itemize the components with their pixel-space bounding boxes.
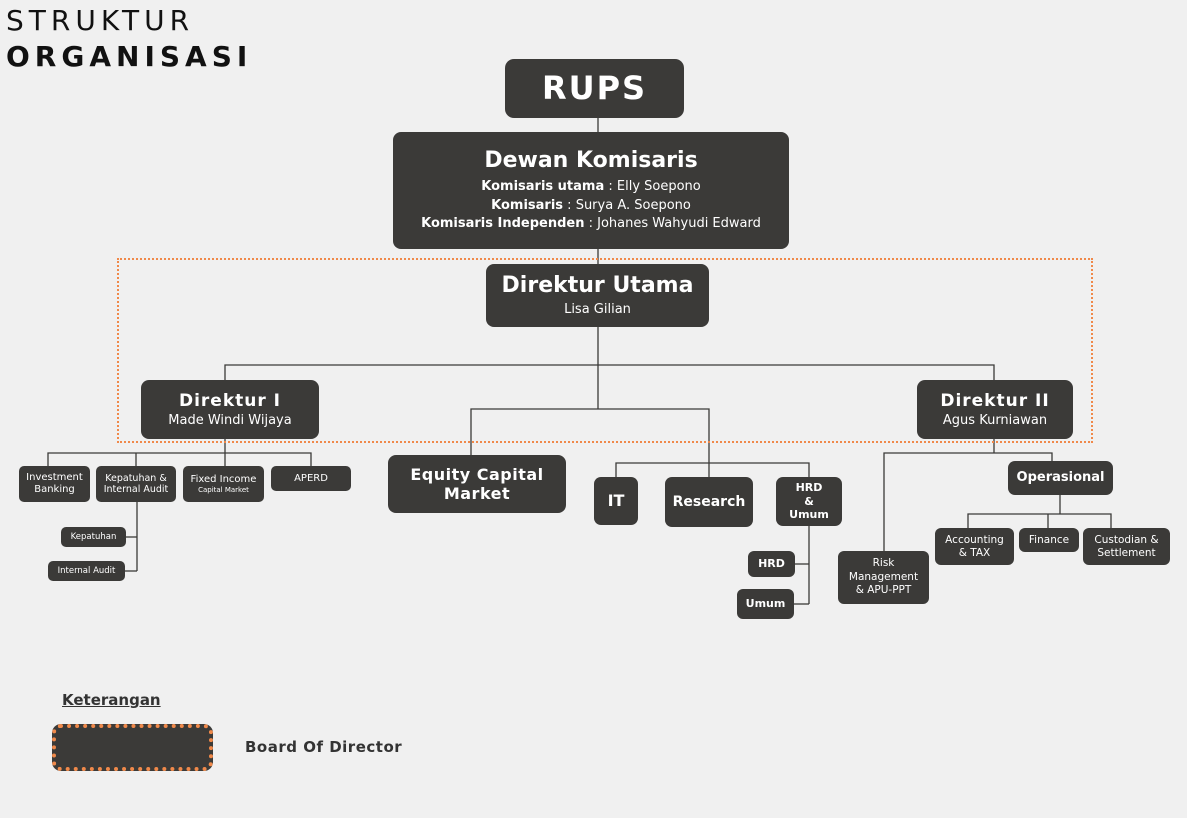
custodian-label-1: Custodian & (1094, 533, 1159, 546)
dewan-komisaris-box: Dewan Komisaris Komisaris utama : Elly S… (393, 132, 789, 249)
aperd-box: APERD (271, 466, 351, 491)
accounting-label-2: & TAX (958, 546, 991, 559)
research-box: Research (665, 477, 753, 527)
risk-label-2: Management (848, 570, 919, 583)
board-of-director-frame (117, 258, 1093, 443)
komisaris-label: Komisaris (491, 197, 564, 213)
title-line-2: ORGANISASI (6, 40, 253, 73)
komisaris-value: : Surya A. Soepono (563, 197, 691, 213)
ecm-label-line-2: Market (443, 484, 511, 503)
investment-banking-box: Investment Banking (19, 466, 90, 502)
direktur-1-title: Direktur I (178, 390, 281, 411)
internal-audit-box: Internal Audit (48, 561, 125, 581)
research-label: Research (672, 493, 746, 510)
legend-swatch (52, 724, 213, 771)
legend-title: Keterangan (62, 691, 161, 709)
finance-box: Finance (1019, 528, 1079, 552)
hrd-umum-label-3: Umum (789, 508, 829, 522)
direktur-2-title: Direktur II (940, 390, 1050, 411)
ecm-label-line-1: Equity Capital (410, 464, 544, 484)
direktur-utama-title: Direktur Utama (501, 273, 694, 298)
komisaris-utama-value: : Elly Soepono (604, 179, 701, 195)
komisaris-independen-value: : Johanes Wahyudi Edward (584, 215, 761, 231)
umum-box: Umum (737, 589, 794, 619)
investment-banking-label: Investment Banking (26, 472, 83, 495)
umum-label: Umum (745, 597, 786, 611)
komisaris-row: Komisaris : Surya A. Soepono (491, 197, 691, 215)
hrd-umum-box: HRD & Umum (776, 477, 842, 526)
rups-label: RUPS (541, 69, 648, 108)
fixed-income-box: Fixed Income Capital Market (183, 466, 264, 502)
rups-box: RUPS (505, 59, 684, 118)
dewan-komisaris-title: Dewan Komisaris (484, 148, 698, 174)
direktur-2-name: Agus Kurniawan (942, 412, 1048, 428)
hrd-box: HRD (748, 551, 795, 577)
legend-label: Board Of Director (245, 738, 403, 756)
it-label: IT (607, 491, 625, 511)
accounting-label-1: Accounting (945, 533, 1004, 546)
operasional-box: Operasional (1008, 461, 1113, 495)
operasional-label: Operasional (1016, 470, 1105, 486)
komisaris-utama-label: Komisaris utama (481, 179, 605, 195)
custodian-settlement-box: Custodian & Settlement (1083, 528, 1170, 565)
direktur-1-box: Direktur I Made Windi Wijaya (141, 380, 319, 439)
title-line-1: STRUKTUR (6, 4, 195, 37)
direktur-2-box: Direktur II Agus Kurniawan (917, 380, 1073, 439)
direktur-utama-name: Lisa Gilian (564, 302, 631, 318)
fixed-income-sublabel: Capital Market (198, 485, 249, 494)
direktur-1-name: Made Windi Wijaya (168, 412, 292, 428)
finance-label: Finance (1028, 533, 1070, 546)
hrd-umum-label-1: HRD (795, 480, 823, 494)
internal-audit-label: Internal Audit (57, 565, 116, 576)
direktur-utama-box: Direktur Utama Lisa Gilian (486, 264, 709, 327)
risk-label-3: & APU-PPT (855, 584, 912, 597)
equity-capital-market-box: Equity Capital Market (388, 455, 566, 513)
hrd-label: HRD (758, 557, 785, 571)
risk-management-box: Risk Management & APU-PPT (838, 551, 929, 604)
hrd-umum-label-2: & (804, 494, 814, 508)
it-box: IT (594, 477, 638, 525)
kepatuhan-label: Kepatuhan (70, 531, 117, 542)
risk-label-1: Risk (872, 557, 895, 570)
fixed-income-label: Fixed Income (190, 473, 257, 485)
accounting-tax-box: Accounting & TAX (935, 528, 1014, 565)
komisaris-independen-label: Komisaris Independen (421, 215, 585, 231)
custodian-label-2: Settlement (1097, 546, 1156, 559)
kepatuhan-audit-label: Kepatuhan & Internal Audit (103, 472, 169, 495)
aperd-label: APERD (294, 472, 328, 484)
komisaris-independen-row: Komisaris Independen : Johanes Wahyudi E… (421, 215, 761, 233)
kepatuhan-audit-box: Kepatuhan & Internal Audit (96, 466, 176, 502)
kepatuhan-box: Kepatuhan (61, 527, 126, 547)
komisaris-utama-row: Komisaris utama : Elly Soepono (481, 178, 701, 196)
